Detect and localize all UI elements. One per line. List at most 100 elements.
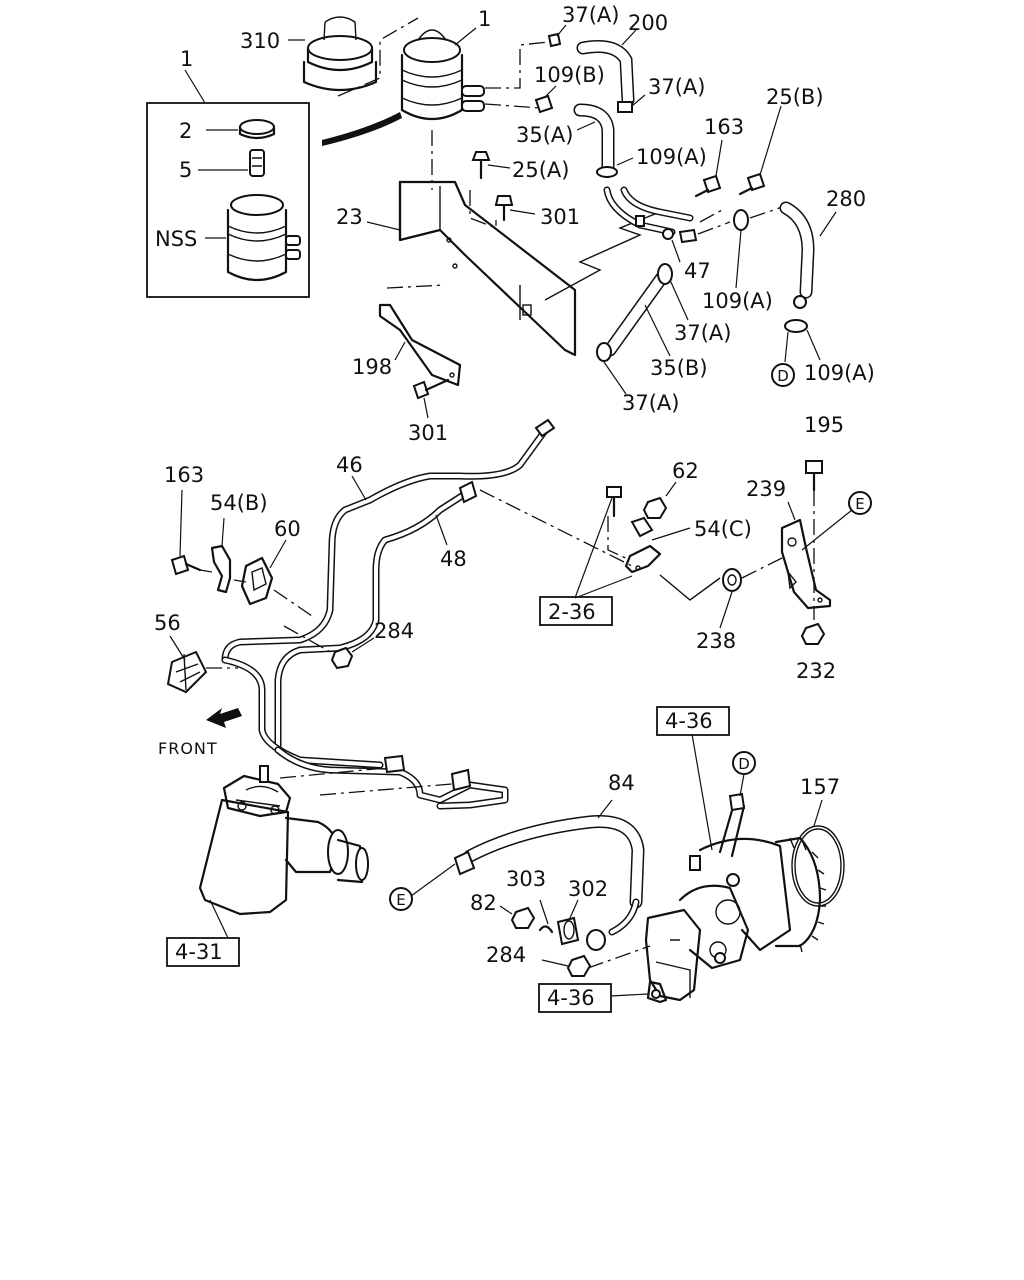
clamp-37a-top — [547, 32, 562, 48]
label-84: 84 — [608, 771, 635, 795]
label-47: 47 — [684, 259, 711, 283]
label-109b: 109(B) — [534, 63, 605, 87]
nss-detail-box — [146, 102, 310, 298]
label-200: 200 — [628, 11, 668, 35]
filter-5 — [249, 149, 265, 177]
label-109a-top: 109(A) — [636, 145, 707, 169]
clamp-54c — [624, 516, 662, 574]
label-301-bottom: 301 — [408, 421, 448, 445]
dash-hose-links — [484, 41, 549, 109]
label-284-lower: 284 — [486, 943, 526, 967]
ref-box-4-31 — [166, 937, 240, 967]
leader-1-left — [184, 69, 206, 104]
label-54b: 54(B) — [210, 491, 268, 515]
dash-310-to-1 — [337, 17, 419, 97]
label-46: 46 — [336, 453, 363, 477]
clamp-54b — [210, 544, 232, 594]
reservoir-tank-1 — [400, 29, 485, 120]
label-302: 302 — [568, 877, 608, 901]
nut-284-lower — [566, 954, 592, 977]
clamp-109b — [534, 94, 554, 114]
callout-d-upper: D — [771, 363, 795, 387]
hose-35b — [603, 269, 670, 357]
label-54c: 54(C) — [694, 517, 752, 541]
label-25b: 25(B) — [766, 85, 824, 109]
label-2: 2 — [179, 119, 192, 143]
bolt-54c-top — [606, 486, 622, 518]
cap-2 — [238, 119, 276, 140]
direction-wedge — [322, 112, 402, 146]
label-4-36-top: 4-36 — [665, 709, 713, 733]
power-steering-pump — [644, 792, 827, 1004]
bolt-195 — [805, 460, 823, 492]
fitting-302 — [556, 916, 580, 946]
bolt-25b — [738, 172, 766, 196]
hose-200 — [576, 40, 635, 107]
label-239: 239 — [746, 477, 786, 501]
nut-62 — [642, 496, 668, 519]
bracket-23 — [398, 180, 577, 357]
label-157: 157 — [800, 775, 840, 799]
clamp-37a-bottom — [596, 342, 612, 362]
label-35b: 35(B) — [650, 356, 708, 380]
bolt-25a — [471, 151, 491, 180]
pipe-46-lower — [221, 656, 384, 769]
callout-e-lower: E — [389, 887, 413, 911]
label-48: 48 — [440, 547, 467, 571]
callout-d-lower: D — [732, 751, 756, 775]
label-310: 310 — [240, 29, 280, 53]
callout-d-lower-label: D — [738, 755, 750, 773]
label-56: 56 — [154, 611, 181, 635]
clamp-37a-mid — [617, 101, 633, 113]
label-163-left: 163 — [164, 463, 204, 487]
bracket-198 — [378, 303, 462, 387]
fitting-lower-2 — [450, 768, 472, 792]
label-301-top: 301 — [540, 205, 580, 229]
label-198: 198 — [352, 355, 392, 379]
label-303: 303 — [506, 867, 546, 891]
label-60: 60 — [274, 517, 301, 541]
steel-pipe-assembly — [603, 186, 698, 244]
hose-280 — [779, 201, 815, 309]
label-232: 232 — [796, 659, 836, 683]
ref-box-2-36 — [539, 596, 613, 626]
bracket-239 — [780, 518, 832, 610]
clamp-37a-lower — [657, 263, 673, 285]
oring-157 — [791, 825, 845, 907]
pipe-46 — [221, 418, 556, 664]
callout-e-upper-label: E — [855, 495, 864, 513]
label-23: 23 — [336, 205, 363, 229]
clamp-109a-bottom — [784, 319, 808, 333]
leader-1-top — [454, 27, 477, 46]
oring-302b — [586, 929, 606, 951]
label-37a-bottom: 37(A) — [622, 391, 679, 415]
label-280: 280 — [826, 187, 866, 211]
nut-238 — [722, 568, 742, 592]
label-1-top: 1 — [478, 7, 491, 31]
label-82: 82 — [470, 891, 497, 915]
label-4-36-bottom: 4-36 — [547, 986, 595, 1010]
fitting-lower-1 — [383, 754, 406, 774]
hose-35a — [573, 103, 615, 175]
clamp-109a-right — [733, 209, 749, 231]
label-37a-lower: 37(A) — [674, 321, 731, 345]
clip-56 — [166, 650, 208, 694]
steering-gear-box — [198, 765, 369, 916]
label-35a: 35(A) — [516, 123, 573, 147]
clamp-109a-top — [596, 166, 618, 178]
clamp-60 — [240, 556, 274, 606]
callout-e-lower-label: E — [396, 891, 405, 909]
callout-e-upper: E — [848, 491, 872, 515]
label-284-upper: 284 — [374, 619, 414, 643]
bolt-301-bottom — [412, 378, 450, 400]
label-238: 238 — [696, 629, 736, 653]
label-front: FRONT — [158, 739, 218, 758]
bolt-301-top — [494, 195, 514, 222]
label-195: 195 — [804, 413, 844, 437]
reservoir-nss — [226, 194, 301, 282]
label-5: 5 — [179, 158, 192, 182]
bolt-163-top — [694, 174, 722, 198]
reservoir-cap-310 — [302, 16, 378, 92]
label-37a-mid: 37(A) — [648, 75, 705, 99]
